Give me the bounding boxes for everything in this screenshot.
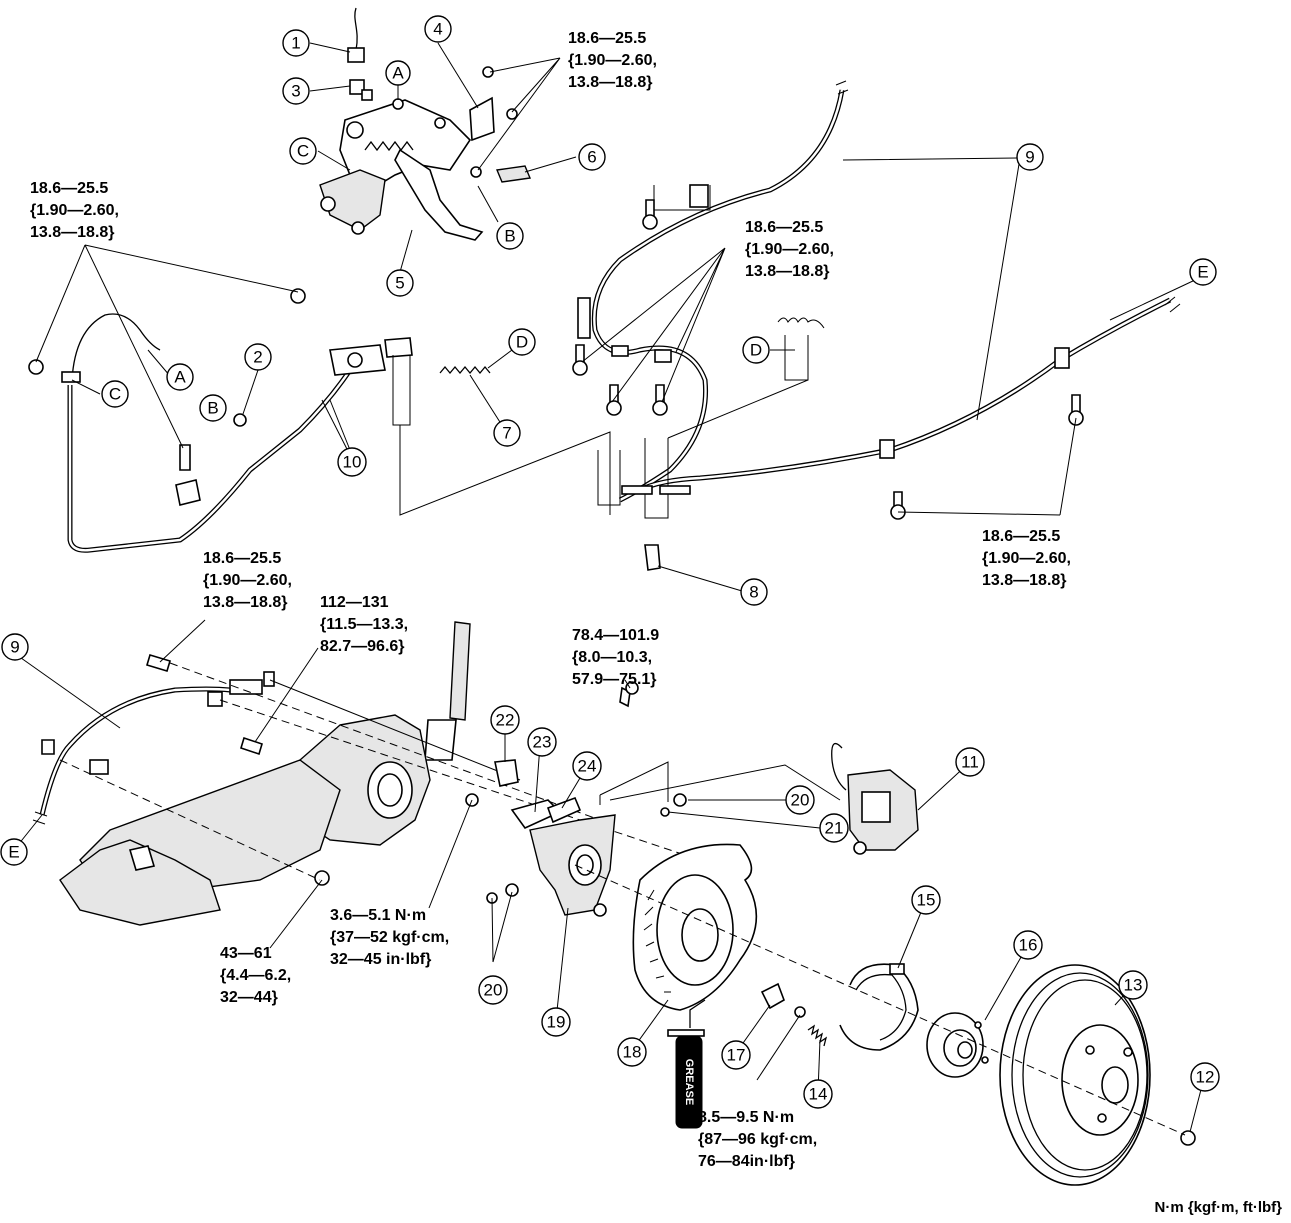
svg-text:C: C: [109, 385, 121, 404]
torque-knuckle-bolt: 112—131 {11.5—13.3, 82.7—96.6}: [320, 594, 413, 655]
svg-text:9: 9: [10, 638, 19, 657]
svg-text:10: 10: [343, 453, 362, 472]
svg-text:1: 1: [291, 34, 300, 53]
svg-text:9: 9: [1025, 148, 1034, 167]
callout-4: 4: [424, 15, 452, 43]
svg-text:20: 20: [484, 981, 503, 1000]
svg-text:8: 8: [749, 583, 758, 602]
torque-adjuster-screw: 8.5—9.5 N·m {87—96 kgf·cm, 76—84in·lbf}: [698, 1109, 822, 1170]
callout-19: 19: [541, 1007, 571, 1037]
svg-text:22: 22: [496, 711, 515, 730]
callout-A-top: A: [385, 60, 411, 86]
callouts: 1 3 4 A C 6 B 5 2 A C B 10 D 7 9 E D 8 9…: [0, 15, 1220, 1109]
svg-text:19: 19: [547, 1013, 566, 1032]
svg-text:13: 13: [1124, 976, 1143, 995]
callout-18: 18: [617, 1037, 647, 1067]
grease-label: GREASE: [683, 1059, 695, 1105]
callout-5: 5: [386, 269, 414, 297]
torque-caliper-bracket: 78.4—101.9 {8.0—10.3, 57.9—75.1}: [572, 627, 664, 688]
svg-text:D: D: [516, 333, 528, 352]
svg-text:3: 3: [291, 82, 300, 101]
svg-text:6: 6: [587, 148, 596, 167]
svg-text:E: E: [1197, 263, 1208, 282]
torque-arm-nut: 43—61 {4.4—6.2, 32—44}: [220, 945, 296, 1006]
callout-C-left: C: [101, 380, 129, 408]
svg-text:14: 14: [809, 1085, 828, 1104]
callout-15: 15: [911, 885, 941, 915]
brake-parts: [465, 681, 1196, 1186]
svg-text:C: C: [297, 142, 309, 161]
svg-text:16: 16: [1019, 936, 1038, 955]
pedal-assembly: [319, 7, 531, 241]
callout-D-left: D: [508, 328, 536, 356]
callout-20-left: 20: [478, 975, 508, 1005]
callout-11: 11: [955, 747, 985, 777]
callout-24: 24: [572, 751, 602, 781]
callout-9-top: 9: [1016, 143, 1044, 171]
callout-2: 2: [244, 343, 272, 371]
torque-specs: 18.6—25.5 {1.90—2.60, 13.8—18.8} 18.6—25…: [30, 30, 1075, 1170]
callout-1: 1: [282, 29, 310, 57]
svg-text:7: 7: [502, 424, 511, 443]
callout-20-right: 20: [785, 785, 815, 815]
torque-left-cable: 18.6—25.5 {1.90—2.60, 13.8—18.8}: [30, 180, 123, 241]
callout-12: 12: [1190, 1062, 1220, 1092]
svg-text:11: 11: [961, 753, 979, 772]
callout-3: 3: [282, 77, 310, 105]
units-legend: N·m {kgf·m, ft·lbf}: [1155, 1199, 1283, 1216]
svg-text:18: 18: [623, 1043, 642, 1062]
svg-text:B: B: [504, 227, 515, 246]
svg-text:12: 12: [1196, 1068, 1215, 1087]
callout-9-bottom: 9: [1, 633, 29, 661]
svg-text:24: 24: [578, 757, 597, 776]
svg-text:A: A: [174, 368, 186, 387]
callout-A-left: A: [166, 363, 194, 391]
callout-C-top: C: [289, 137, 317, 165]
svg-text:A: A: [392, 64, 404, 83]
rear-cables: [572, 80, 1181, 571]
torque-bottom-cable: 18.6—25.5 {1.90—2.60, 13.8—18.8}: [203, 550, 296, 611]
torque-right-cable: 18.6—25.5 {1.90—2.60, 13.8—18.8}: [982, 528, 1075, 589]
svg-text:21: 21: [825, 819, 844, 838]
svg-text:23: 23: [533, 733, 552, 752]
svg-text:B: B: [207, 399, 218, 418]
torque-center-cable: 18.6—25.5 {1.90—2.60, 13.8—18.8}: [745, 219, 838, 280]
callout-8: 8: [740, 578, 768, 606]
callout-21: 21: [819, 813, 849, 843]
callout-6: 6: [578, 143, 606, 171]
svg-text:4: 4: [433, 20, 442, 39]
callout-D-right: D: [742, 336, 770, 364]
callout-E-top: E: [1189, 258, 1217, 286]
svg-text:20: 20: [791, 791, 810, 810]
callout-E-bottom: E: [0, 838, 28, 866]
rear-suspension: [32, 621, 701, 926]
callout-B-left: B: [199, 394, 227, 422]
callout-16: 16: [1013, 930, 1043, 960]
callout-7: 7: [493, 419, 521, 447]
svg-text:2: 2: [253, 348, 262, 367]
callout-14: 14: [803, 1079, 833, 1109]
callout-17: 17: [721, 1040, 751, 1070]
callout-13: 13: [1118, 970, 1148, 1000]
svg-text:E: E: [8, 843, 19, 862]
callout-22: 22: [490, 705, 520, 735]
front-cable: [28, 288, 611, 553]
leader-lines: [13, 42, 1205, 1133]
svg-text:5: 5: [395, 274, 404, 293]
torque-top-pedal: 18.6—25.5 {1.90—2.60, 13.8—18.8}: [568, 30, 661, 91]
callout-B-top: B: [496, 222, 524, 250]
callout-23: 23: [527, 727, 557, 757]
svg-text:15: 15: [917, 891, 936, 910]
svg-text:17: 17: [727, 1046, 746, 1065]
callout-10: 10: [337, 447, 367, 477]
svg-text:D: D: [750, 341, 762, 360]
torque-small-bolt: 3.6—5.1 N·m {37—52 kgf·cm, 32—45 in·lbf}: [330, 907, 454, 968]
